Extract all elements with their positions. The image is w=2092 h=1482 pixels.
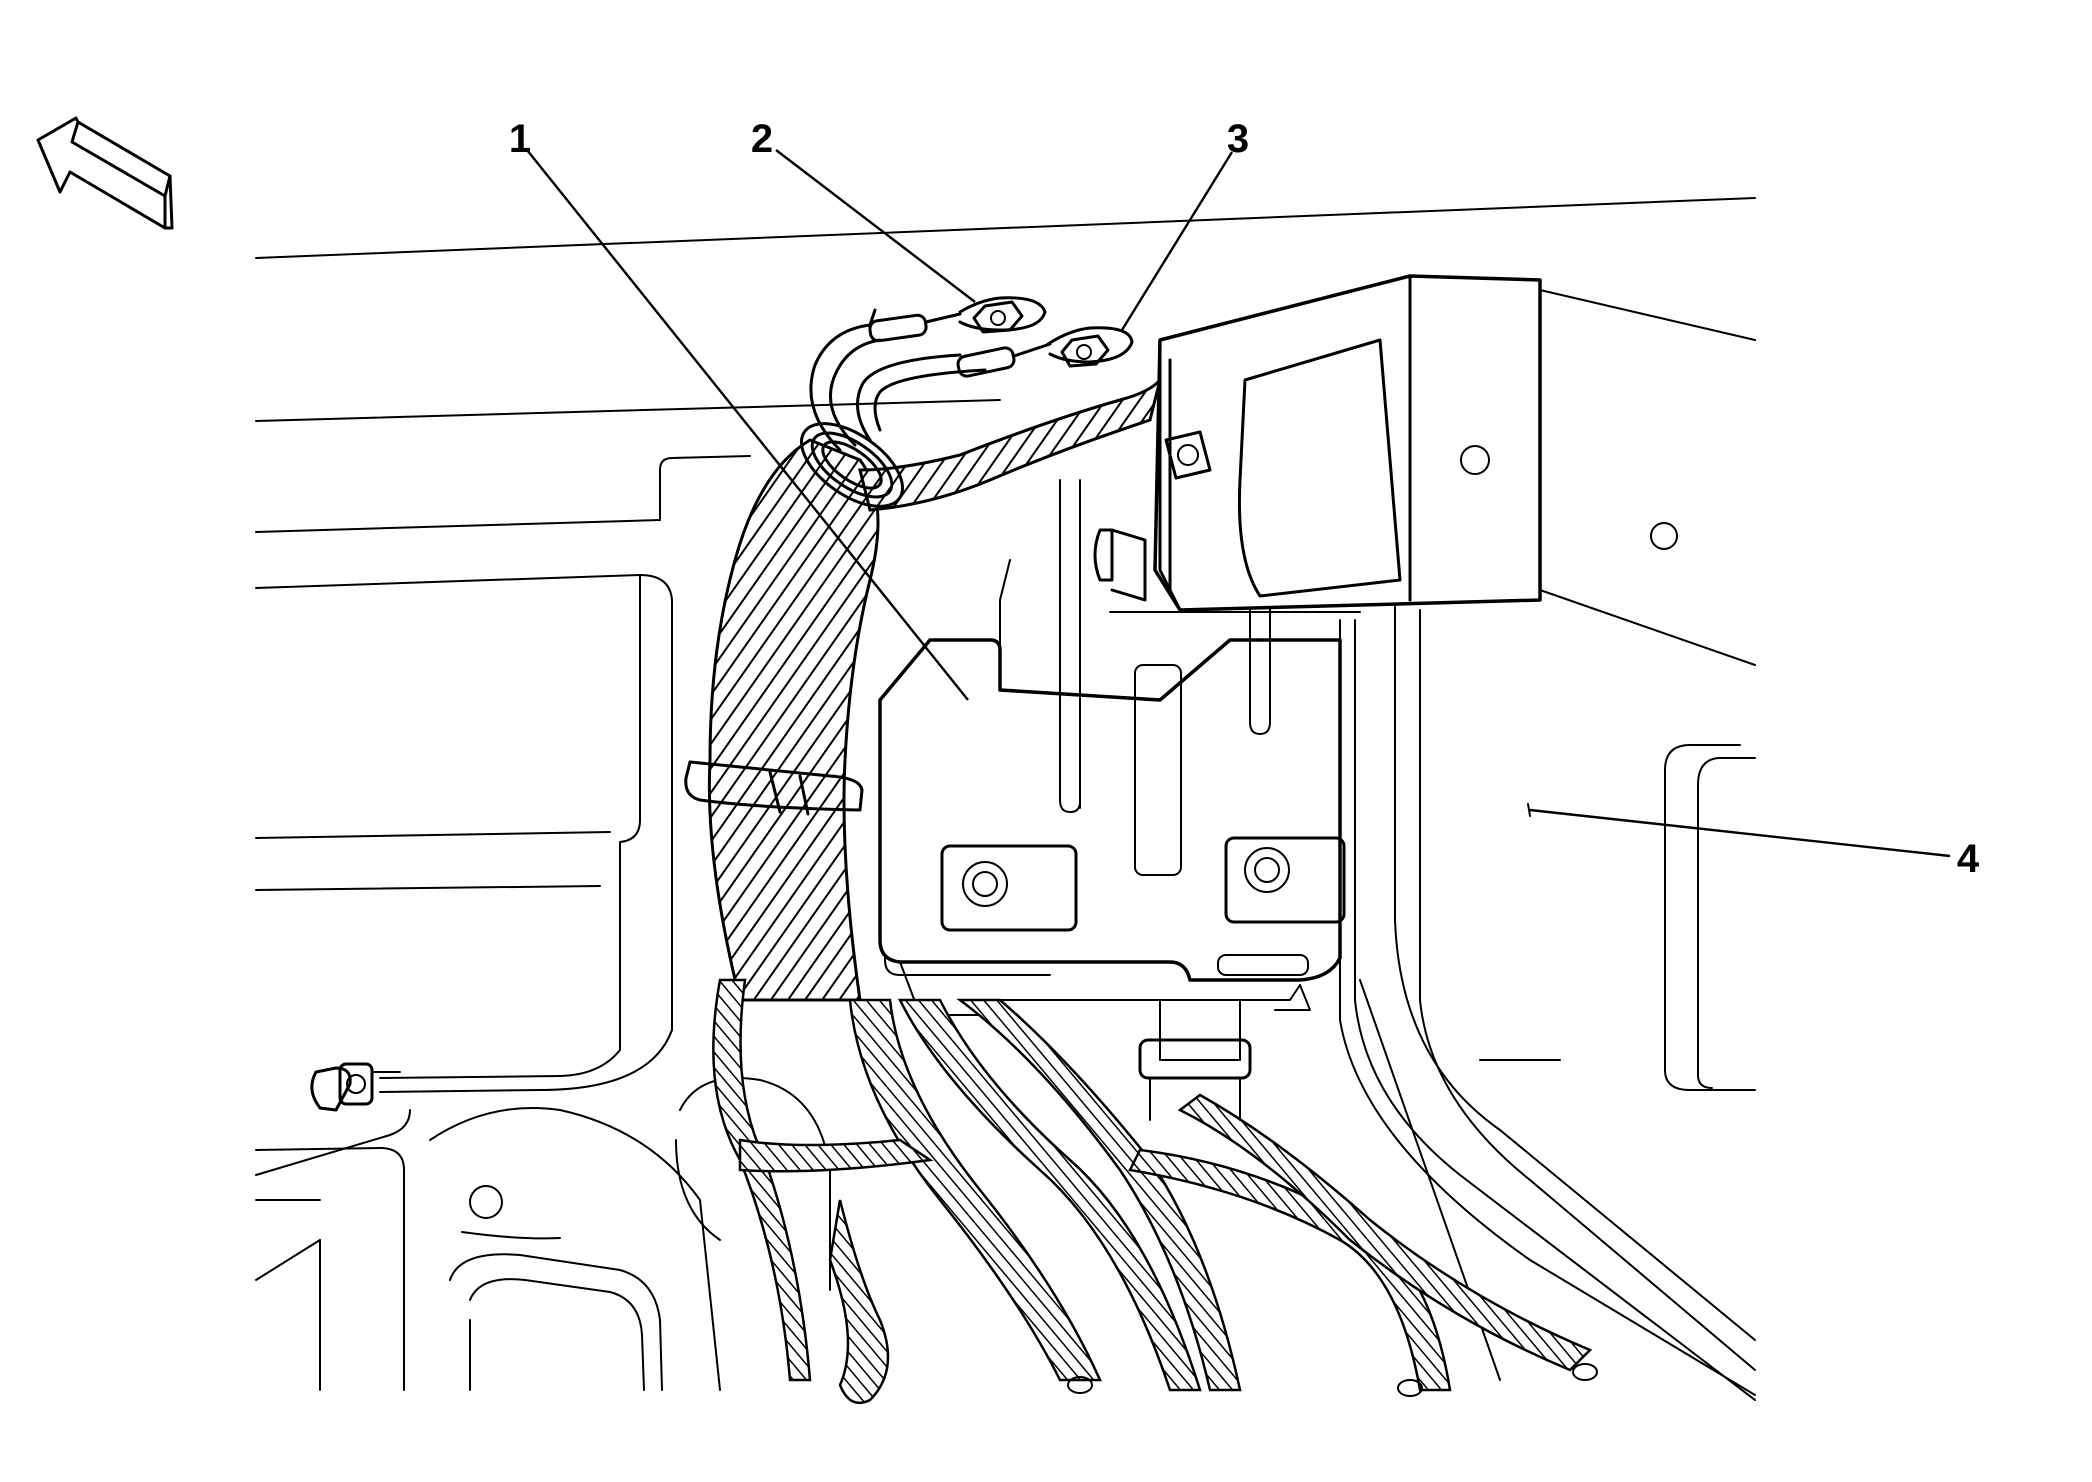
callout-leaders bbox=[526, 149, 1951, 858]
callout-1-label: 1 bbox=[509, 117, 531, 161]
front-direction-arrow-icon bbox=[36, 116, 174, 230]
bracket-bolt-right bbox=[1224, 836, 1346, 924]
ring-terminal-upper bbox=[958, 296, 1047, 334]
callout-2-label: 2 bbox=[751, 117, 773, 161]
ground-wires bbox=[809, 308, 1052, 452]
vehicle-body-panels bbox=[255, 197, 1756, 1401]
bracket-bolt-left bbox=[940, 844, 1078, 932]
electrical-connector bbox=[1093, 274, 1542, 613]
wiring-harness-branches bbox=[712, 978, 1598, 1405]
leader-4 bbox=[1529, 808, 1951, 858]
ring-terminal-lower bbox=[1046, 326, 1134, 368]
leader-3 bbox=[1120, 151, 1234, 331]
callout-labels: 1 2 3 4 bbox=[509, 117, 1980, 881]
callout-3-label: 3 bbox=[1227, 117, 1249, 161]
callout-4-label: 4 bbox=[1957, 837, 1980, 881]
leader-1 bbox=[526, 149, 969, 701]
leader-2 bbox=[775, 149, 976, 303]
wiring-harness-conduit bbox=[684, 378, 1162, 1002]
module-bracket bbox=[878, 479, 1346, 1061]
